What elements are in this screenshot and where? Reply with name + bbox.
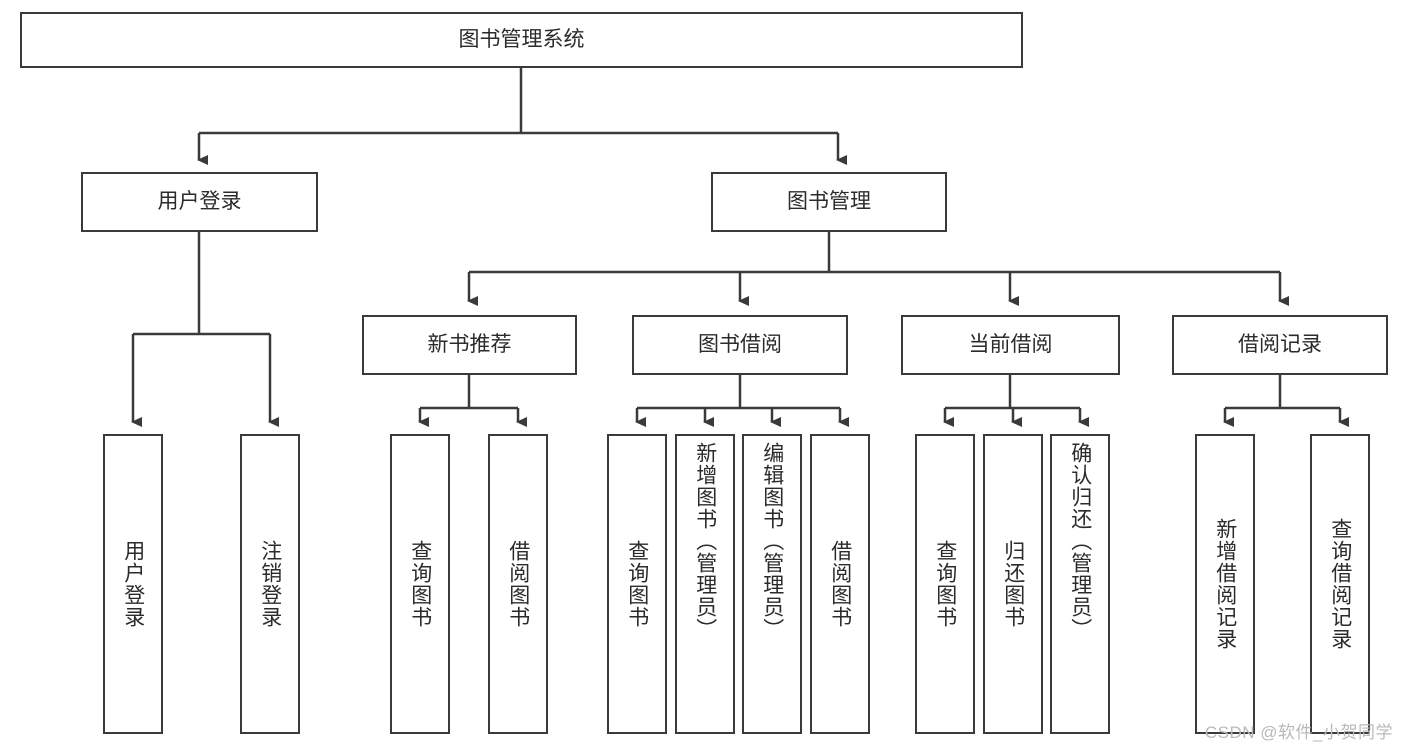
node-label: 查询图书	[408, 540, 432, 628]
node-label: 当前借阅	[968, 333, 1053, 357]
node-label: 查询借阅记录	[1328, 518, 1352, 650]
node-current-borrow[interactable]: 当前借阅	[901, 315, 1120, 375]
node-label: 借阅图书	[506, 540, 530, 628]
node-new-book-recommend[interactable]: 新书推荐	[362, 315, 577, 375]
leaf-user-login-logout[interactable]: 注销登录	[240, 434, 300, 734]
node-book-borrow[interactable]: 图书借阅	[632, 315, 848, 375]
leaf-current-borrow-query-book[interactable]: 查询图书	[915, 434, 975, 734]
node-label: 归还图书	[1001, 540, 1025, 628]
node-label: 借阅图书	[828, 540, 852, 628]
node-label: 新增借阅记录	[1213, 518, 1237, 650]
leaf-new-book-borrow-book[interactable]: 借阅图书	[488, 434, 548, 734]
leaf-user-login-login[interactable]: 用户登录	[103, 434, 163, 734]
node-user-login[interactable]: 用户登录	[81, 172, 318, 232]
leaf-current-borrow-confirm-return-admin[interactable]: 确认归还（管理员）	[1050, 434, 1110, 734]
node-root-book-management-system[interactable]: 图书管理系统	[20, 12, 1023, 68]
node-label: 注销登录	[258, 540, 282, 628]
node-label: 编辑图书（管理员）	[760, 442, 784, 640]
node-label: 用户登录	[121, 540, 145, 628]
node-label: 图书借阅	[698, 333, 782, 357]
node-borrow-record[interactable]: 借阅记录	[1172, 315, 1388, 375]
node-label: 图书管理	[787, 190, 871, 214]
leaf-book-borrow-query-book[interactable]: 查询图书	[607, 434, 667, 734]
node-label: 新增图书（管理员）	[693, 442, 717, 640]
node-label: 新书推荐	[427, 333, 512, 357]
node-label: 用户登录	[157, 190, 242, 214]
leaf-borrow-record-add-record[interactable]: 新增借阅记录	[1195, 434, 1255, 734]
node-book-management[interactable]: 图书管理	[711, 172, 947, 232]
leaf-book-borrow-add-book-admin[interactable]: 新增图书（管理员）	[675, 434, 735, 734]
leaf-new-book-query-book[interactable]: 查询图书	[390, 434, 450, 734]
node-label: 查询图书	[625, 540, 649, 628]
leaf-borrow-record-query-record[interactable]: 查询借阅记录	[1310, 434, 1370, 734]
node-label: 查询图书	[933, 540, 957, 628]
node-label: 图书管理系统	[458, 28, 585, 52]
node-label: 借阅记录	[1238, 333, 1322, 357]
watermark-text: CSDN @软件_小贺同学	[1204, 723, 1393, 742]
node-label: 确认归还（管理员）	[1068, 442, 1092, 640]
leaf-book-borrow-edit-book-admin[interactable]: 编辑图书（管理员）	[742, 434, 802, 734]
leaf-current-borrow-return-book[interactable]: 归还图书	[983, 434, 1043, 734]
leaf-book-borrow-borrow-book[interactable]: 借阅图书	[810, 434, 870, 734]
